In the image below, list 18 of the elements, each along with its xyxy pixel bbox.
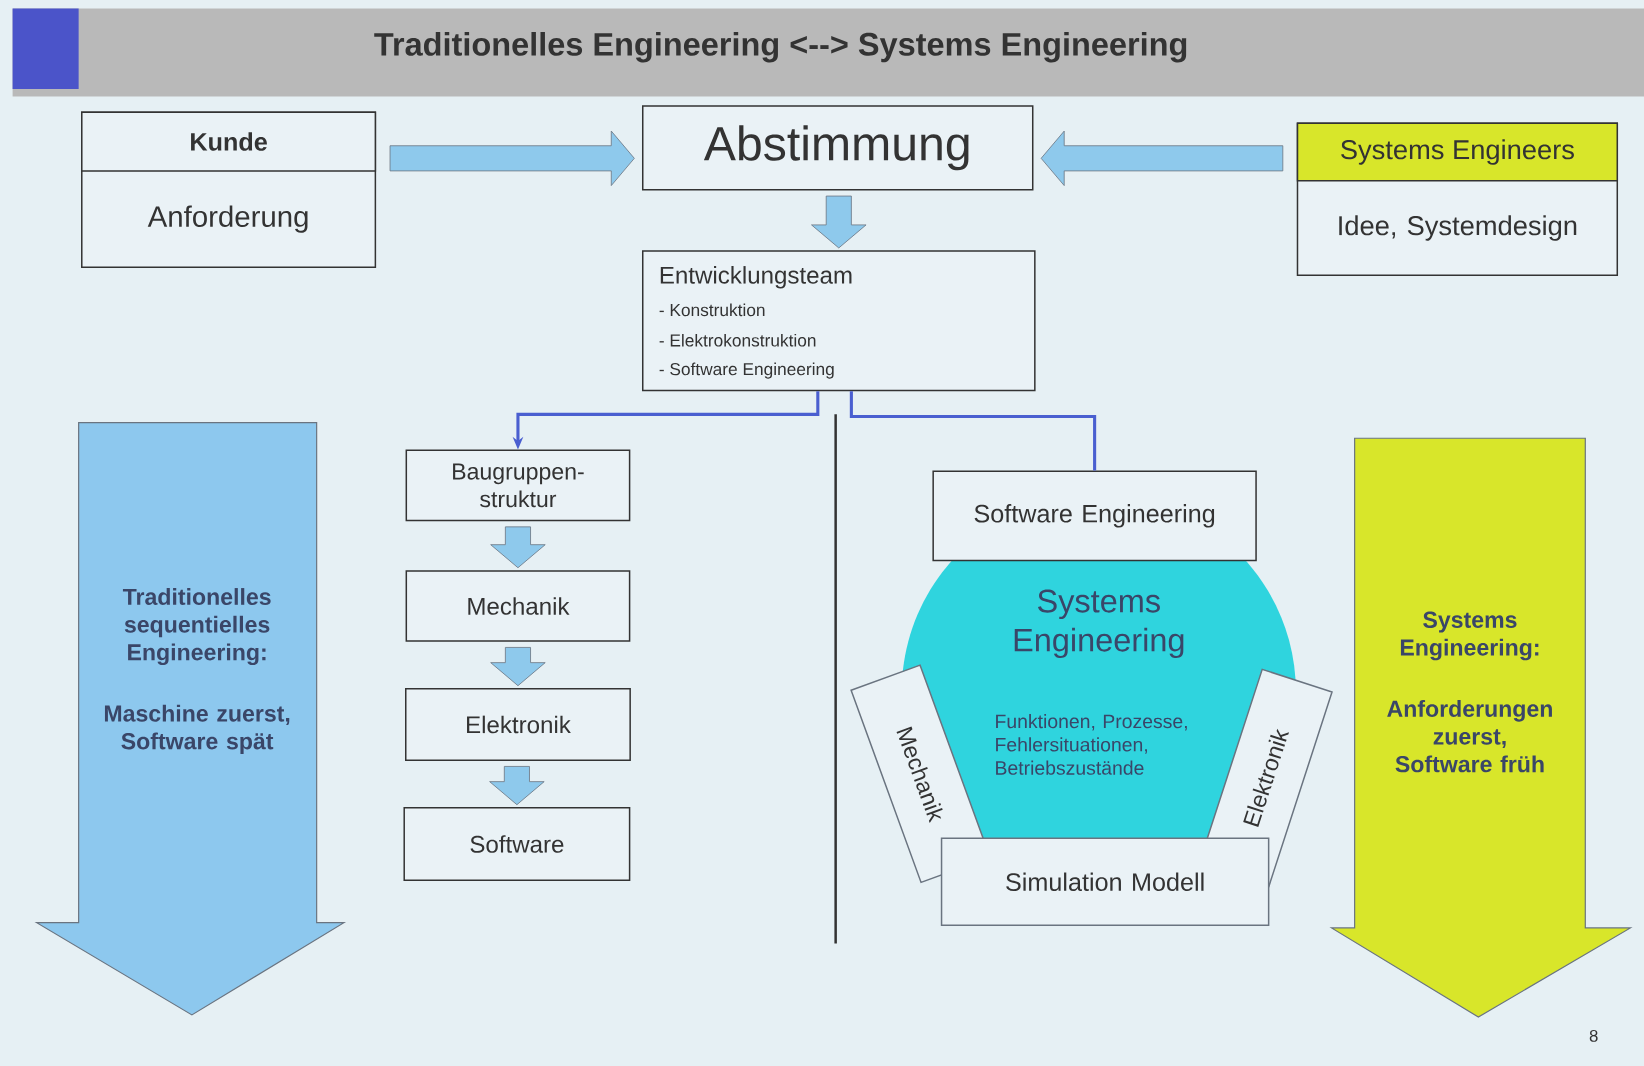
text-box: Baugruppen- struktur [405,449,631,522]
text-box: Entwicklungsteam - Konstruktion - Elektrokonstruktion - Software Engineering [642,250,1036,392]
block-arrow [489,765,545,805]
block-arrow [1040,130,1284,186]
header-box: Kunde Anforderung [81,111,377,268]
text-box: Abstimmung [642,105,1034,191]
block-arrow [490,646,546,686]
block-arrow [811,195,867,249]
block-arrow [490,526,546,568]
block-arrow [389,130,635,186]
text-box: Software [403,807,631,881]
connector-line [849,391,1097,471]
text-box: Elektronik [405,687,631,761]
text-box: Software Engineering [932,470,1257,561]
text-box: Simulation Modell [940,837,1270,926]
header-box: Systems Engineers Idee, Systemdesign [1296,122,1619,276]
title: Traditionelles Engineering <--> Systems Engineering [374,31,1187,63]
text-box: Mechanik [405,570,631,642]
